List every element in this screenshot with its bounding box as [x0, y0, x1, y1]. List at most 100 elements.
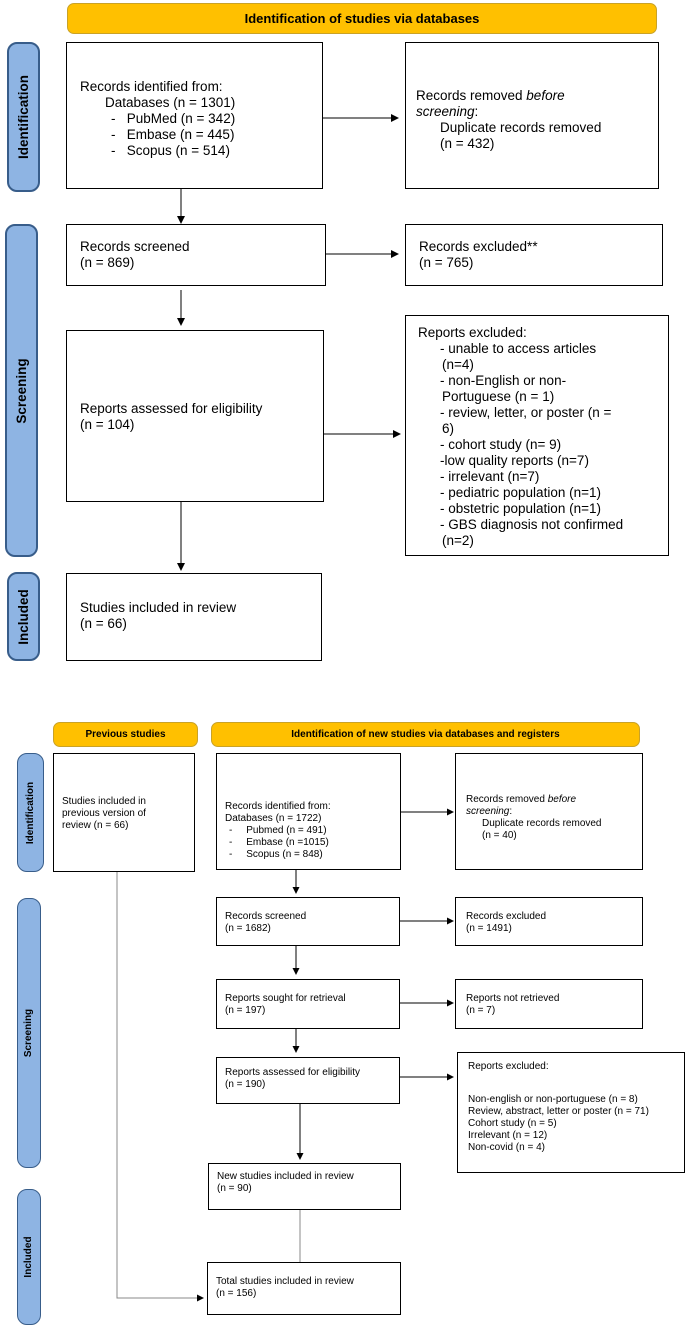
- reports-excluded-line: - GBS diagnosis not confirmed: [440, 517, 624, 532]
- new-records-identified-box: Records identified from: Databases (n = …: [216, 753, 401, 870]
- identified-pubmed: PubMed (n = 342): [126, 111, 236, 126]
- previous-studies-box: Studies included in previous version of …: [53, 753, 195, 872]
- new-identified-title: Records identified from:: [225, 801, 331, 812]
- new-removed-prefix: Records removed: [466, 794, 548, 805]
- sought-count: (n = 197): [225, 1005, 266, 1016]
- screened-count: (n = 869): [80, 255, 135, 270]
- new-screened-title: Records screened: [225, 911, 307, 922]
- reports-excluded-line: (n=4): [442, 357, 474, 372]
- new-reports-excluded-title: Reports excluded:: [468, 1061, 549, 1072]
- reports-excluded-line: - non-English or non-: [440, 373, 567, 388]
- reports-excluded-line: - unable to access articles: [440, 341, 597, 356]
- line-previous-to-total: [116, 872, 204, 1302]
- new-removed-title-line2: screening:: [466, 806, 512, 818]
- new-excluded-count: (n = 1491): [466, 923, 512, 934]
- bottom-header-previous: Previous studies: [53, 722, 198, 747]
- reports-excluded-line: -low quality reports (n=7): [440, 453, 589, 468]
- new-screened-count: (n = 1682): [225, 923, 271, 934]
- removed-title-line2: screening:: [416, 104, 478, 120]
- new-removed-emph: before: [547, 794, 577, 805]
- new-removed-count: (n = 40): [482, 830, 517, 841]
- top-records-removed-box: Records removed before screening: Duplic…: [405, 42, 659, 189]
- reports-excluded-line: 6): [442, 421, 455, 436]
- top-studies-included-box: Studies included in review (n = 66): [66, 573, 322, 661]
- identified-scopus: Scopus (n = 514): [126, 143, 230, 158]
- top-phase-included: Included: [7, 572, 40, 661]
- bottom-phase-included-label: Included: [23, 1236, 34, 1278]
- total-title: Total studies included in review: [216, 1276, 354, 1287]
- bottom-phase-screening-label: Screening: [23, 1008, 34, 1058]
- removed-title-line1: Records removed before: [416, 88, 565, 104]
- bottom-header-new: Identification of new studies via databa…: [211, 722, 640, 747]
- identified-title: Records identified from:: [80, 79, 223, 94]
- new-included-count: (n = 90): [217, 1183, 252, 1194]
- new-assessed-title: Reports assessed for eligibility: [225, 1067, 361, 1078]
- top-phase-identification-label: Identification: [15, 75, 31, 159]
- top-phase-identification: Identification: [7, 42, 40, 192]
- reports-excluded-title: Reports excluded:: [418, 325, 527, 340]
- new-removed-colon: :: [509, 806, 513, 817]
- top-phase-included-label: Included: [15, 588, 31, 645]
- new-records-removed-box: Records removed before screening: Duplic…: [455, 753, 643, 870]
- bottom-phase-identification-label: Identification: [24, 781, 36, 844]
- new-reports-excluded-list: Non-english or non-portuguese (n = 8) Re…: [468, 1094, 649, 1154]
- top-records-excluded-box: Records excluded** (n = 765): [405, 224, 663, 286]
- new-identified-scopus-row: - Scopus (n = 848): [229, 849, 323, 860]
- bottom-header-new-text: Identification of new studies via databa…: [291, 729, 560, 740]
- bottom-phase-screening: Screening: [17, 898, 41, 1168]
- bottom-header-previous-text: Previous studies: [85, 729, 166, 740]
- sought-title: Reports sought for retrieval: [225, 993, 346, 1004]
- included-count: (n = 66): [80, 616, 127, 631]
- not-retrieved-title: Reports not retrieved: [466, 993, 560, 1004]
- reports-sought-box: Reports sought for retrieval (n = 197): [216, 979, 400, 1029]
- bottom-phase-identification: Identification: [17, 753, 44, 872]
- new-reports-excluded-line: Non-covid (n = 4): [468, 1142, 545, 1153]
- top-reports-excluded-box: Reports excluded: - unable to access art…: [405, 315, 669, 556]
- screened-title: Records screened: [80, 239, 190, 254]
- top-header: Identification of studies via databases: [67, 3, 657, 34]
- new-studies-included-box: New studies included in review (n = 90): [208, 1163, 401, 1210]
- new-identified-embase-row: - Embase (n =1015): [229, 837, 329, 848]
- previous-line: review (n = 66): [62, 820, 129, 831]
- new-excluded-title: Records excluded: [466, 911, 547, 922]
- reports-excluded-line: (n=2): [442, 533, 474, 548]
- new-included-title: New studies included in review: [217, 1171, 354, 1182]
- reports-excluded-line: - review, letter, or poster (n =: [440, 405, 612, 420]
- identified-embase-row: - Embase (n = 445): [111, 127, 235, 142]
- new-records-excluded-box: Records excluded (n = 1491): [455, 897, 643, 946]
- top-phase-screening: Screening: [5, 224, 38, 557]
- previous-line: previous version of: [62, 808, 146, 819]
- reports-excluded-line: - cohort study (n= 9): [440, 437, 562, 452]
- new-reports-excluded-line: Non-english or non-portuguese (n = 8): [468, 1094, 638, 1105]
- new-reports-assessed-box: Reports assessed for eligibility (n = 19…: [216, 1057, 400, 1104]
- new-removed-suffix: screening: [466, 806, 510, 817]
- removed-item: Duplicate records removed: [440, 120, 602, 135]
- identified-scopus-row: - Scopus (n = 514): [111, 143, 230, 158]
- reports-excluded-line: - irrelevant (n=7): [440, 469, 540, 484]
- top-header-text: Identification of studies via databases: [244, 11, 480, 26]
- excluded-title: Records excluded**: [419, 239, 538, 254]
- new-identified-scopus: Scopus (n = 848): [246, 849, 323, 860]
- new-identified-databases: Databases (n = 1722): [225, 813, 322, 824]
- new-assessed-count: (n = 190): [225, 1079, 266, 1090]
- identified-databases: Databases (n = 1301): [105, 95, 236, 110]
- excluded-count: (n = 765): [419, 255, 474, 270]
- new-identified-pubmed-row: - Pubmed (n = 491): [229, 825, 327, 836]
- top-reports-assessed-box: Reports assessed for eligibility (n = 10…: [66, 330, 324, 502]
- assessed-title: Reports assessed for eligibility: [80, 401, 263, 416]
- removed-colon: :: [474, 104, 479, 119]
- new-identified-pubmed: Pubmed (n = 491): [246, 825, 327, 836]
- removed-prefix: Records removed: [416, 88, 527, 103]
- reports-excluded-line: - pediatric population (n=1): [440, 485, 601, 500]
- new-reports-excluded-line: Irrelevant (n = 12): [468, 1130, 548, 1141]
- assessed-count: (n = 104): [80, 417, 135, 432]
- new-reports-excluded-line: Review, abstract, letter or poster (n = …: [468, 1106, 649, 1117]
- removed-suffix: screening: [416, 104, 475, 119]
- top-phase-screening-label: Screening: [13, 357, 29, 424]
- bottom-phase-included: Included: [17, 1189, 41, 1325]
- reports-not-retrieved-box: Reports not retrieved (n = 7): [455, 979, 643, 1029]
- new-records-screened-box: Records screened (n = 1682): [216, 897, 400, 946]
- previous-line: Studies included in: [62, 796, 146, 807]
- reports-excluded-line: Portuguese (n = 1): [442, 389, 555, 404]
